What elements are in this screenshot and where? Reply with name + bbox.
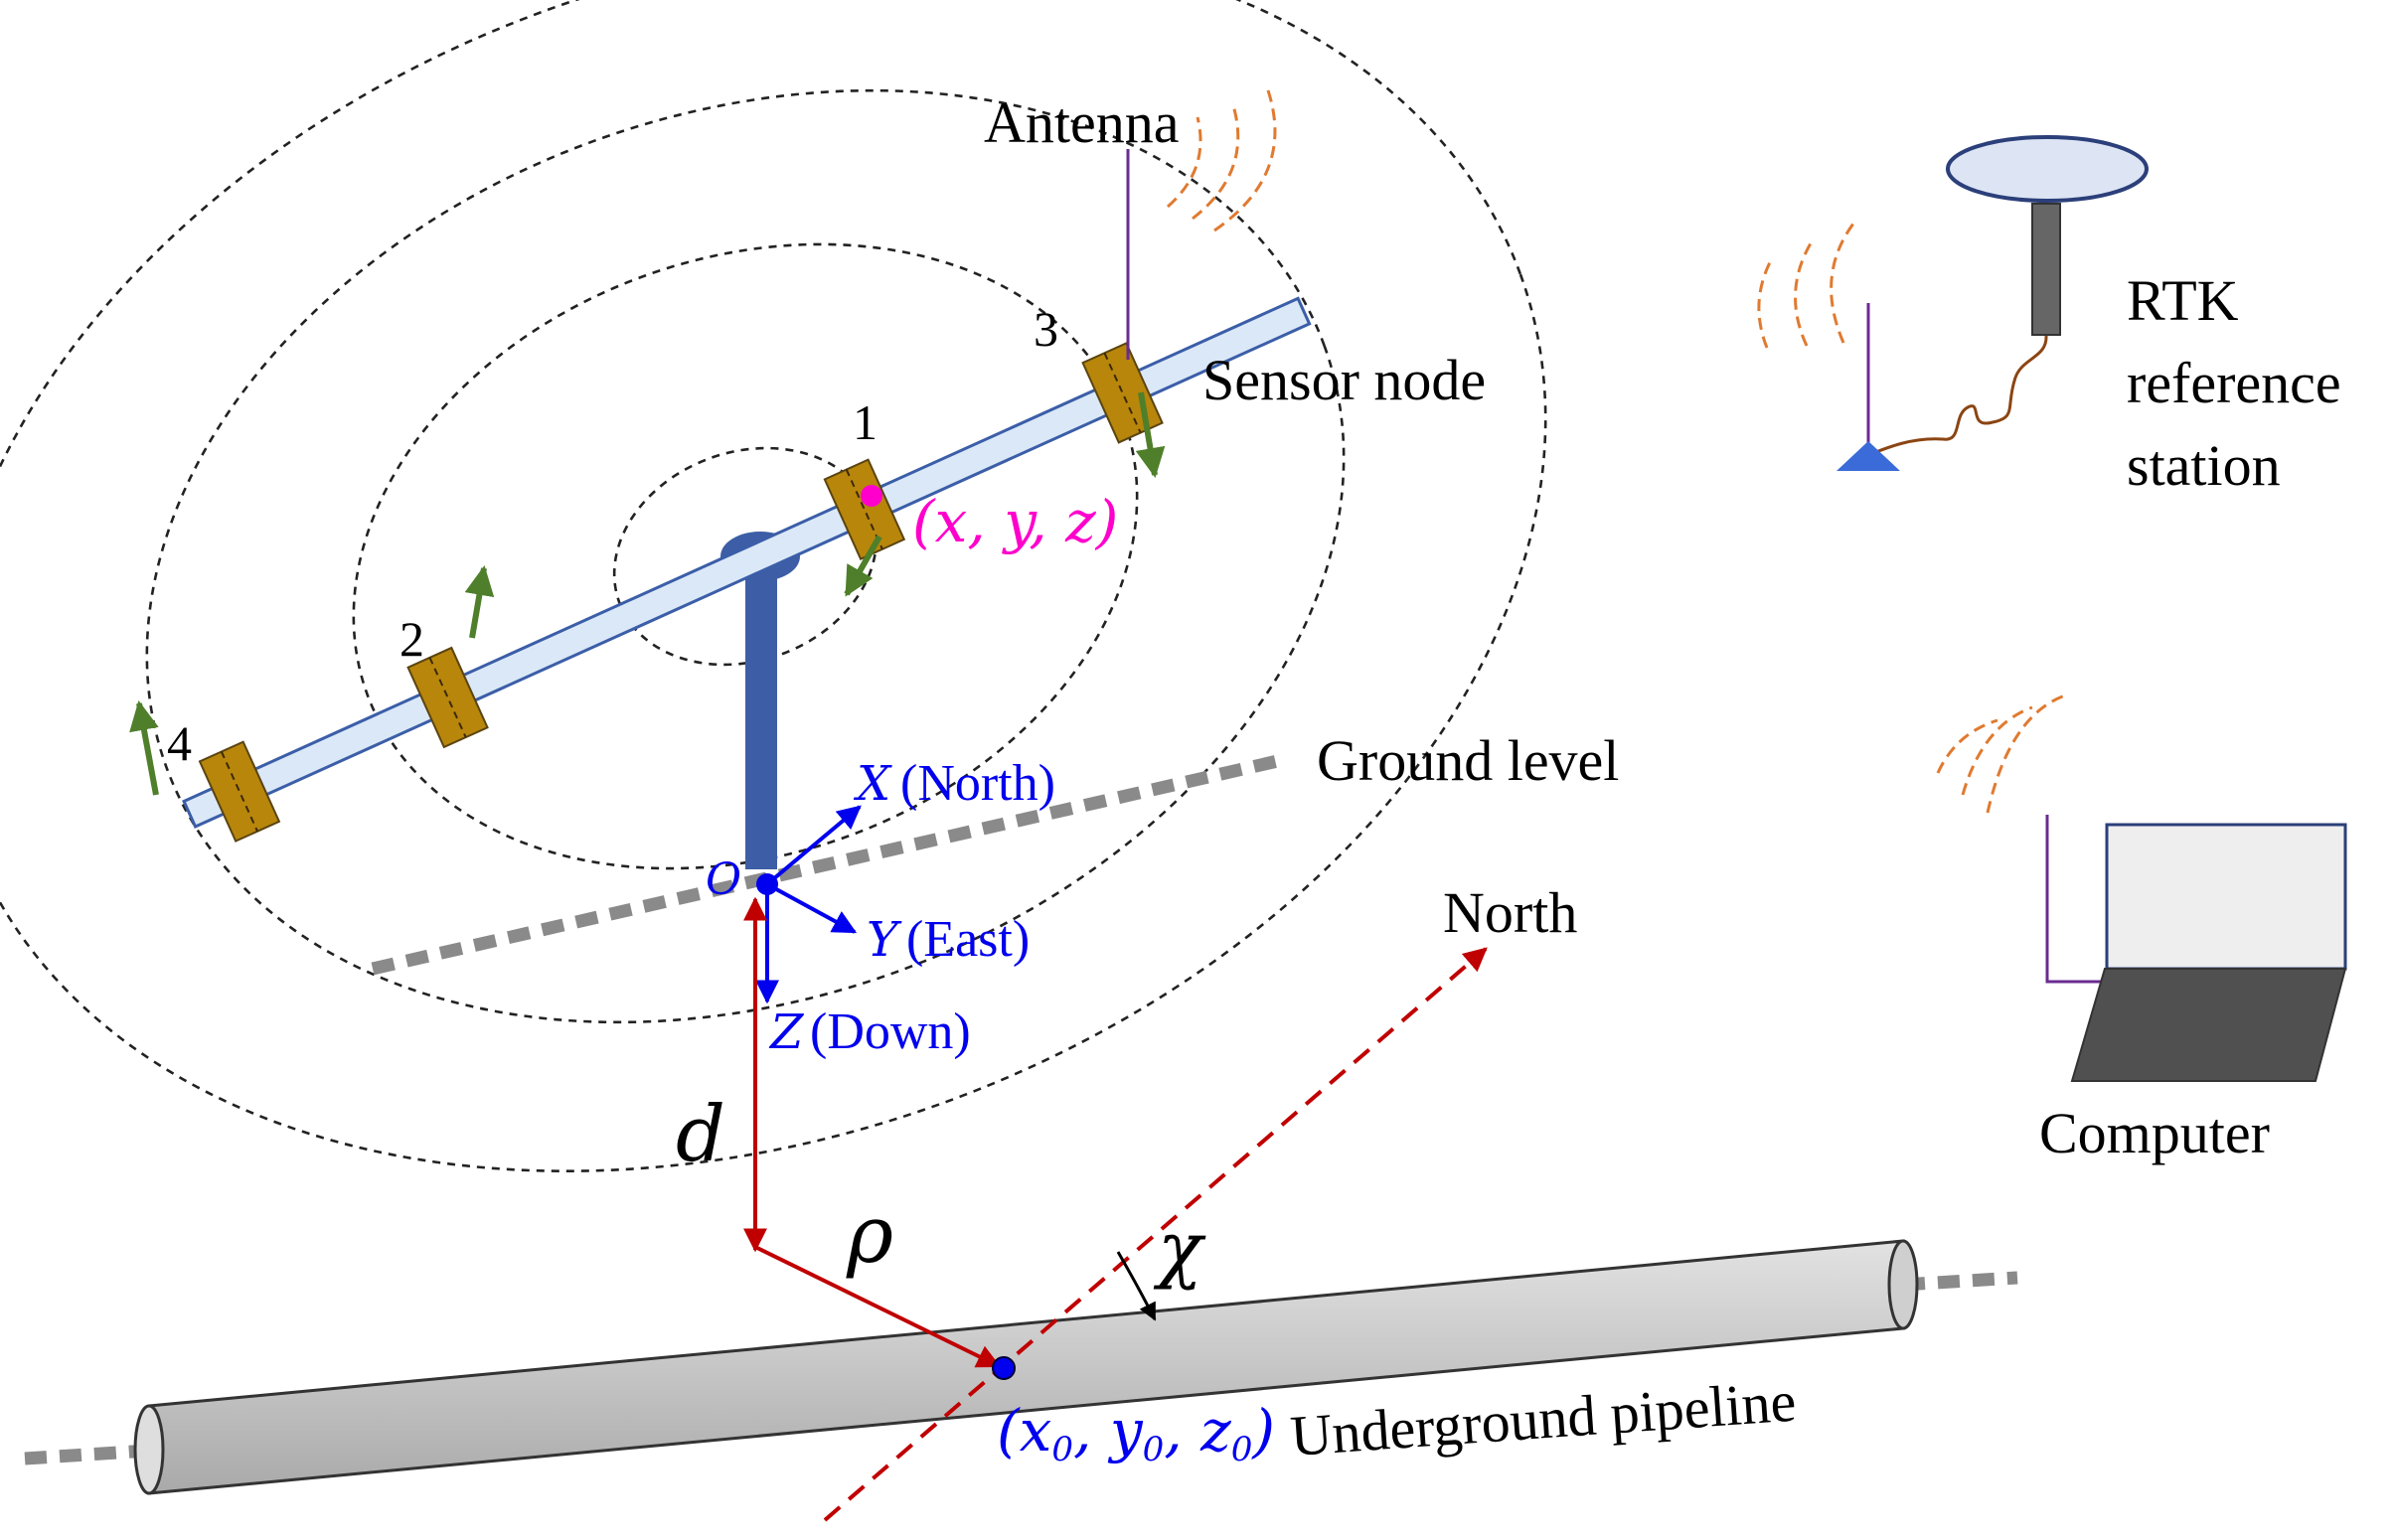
x-axis-direction: (North)	[900, 755, 1055, 812]
computer-label: Computer	[2039, 1101, 2270, 1165]
sensor-point-label: (x, y, z)	[912, 488, 1118, 555]
pipeline	[24, 1239, 2018, 1495]
north-direction-line	[823, 947, 1488, 1522]
pipeline-extension-left	[24, 1444, 150, 1465]
coordinate-frame	[755, 805, 862, 1004]
pipe-point-z-sub: 0	[1231, 1430, 1253, 1469]
labels: Antenna Sensor node RTK reference statio…	[167, 90, 2341, 1469]
x-axis-arrow	[765, 805, 862, 886]
sensor-node-number-1: 1	[853, 394, 878, 450]
motion-arrow-4	[129, 700, 159, 796]
x-axis-label: X	[853, 756, 892, 812]
laptop-icon	[2105, 823, 2347, 971]
pipe-point	[992, 1356, 1016, 1380]
chi-angle-arc	[1116, 1251, 1157, 1321]
pipe-point-label: (x0, y0, z0)	[997, 1397, 1275, 1469]
y-axis-label: Y	[867, 912, 902, 968]
origin-label: O	[706, 854, 741, 905]
computer-antenna-icon	[2045, 815, 2102, 984]
motion-arrow-3	[1135, 391, 1166, 478]
rtk-reference-station	[1757, 135, 2149, 471]
underground-pipeline-label: Underground pipeline	[1288, 1369, 1798, 1468]
computer	[1936, 693, 2347, 1082]
rtk-label-line3: station	[2127, 433, 2281, 498]
ring-4	[0, 0, 1547, 1172]
motion-arrow-1	[844, 535, 882, 597]
ground-level-label: Ground level	[1317, 728, 1619, 793]
sensor-node-number-4: 4	[167, 715, 192, 771]
rho-arrow	[756, 1246, 1002, 1368]
origin-point	[756, 873, 778, 895]
y-axis-arrow	[766, 882, 858, 934]
rtk-pole	[2031, 203, 2061, 336]
laptop-base	[2070, 968, 2347, 1082]
north-label: North	[1443, 880, 1577, 945]
sensor-node-4	[198, 740, 281, 843]
sensor-node-1	[823, 458, 906, 560]
motion-arrow-2	[464, 565, 495, 639]
pipe-point-x-sub: 0	[1051, 1430, 1073, 1469]
sensor-node-2	[406, 646, 489, 749]
pipe-end-right	[1887, 1239, 1919, 1330]
ring-3	[145, 88, 1346, 1024]
z-axis-direction: (Down)	[810, 1003, 971, 1060]
computer-signal-waves-icon	[1936, 693, 2066, 814]
z-axis-label: Z	[768, 1004, 805, 1060]
sensor-node-number-3: 3	[1034, 301, 1058, 357]
depth-label: d	[676, 1090, 725, 1179]
sensor-node-number-2: 2	[399, 611, 424, 667]
pipeline-extension-right	[1902, 1271, 2018, 1292]
rtk-cable	[1867, 335, 2048, 457]
mast	[745, 566, 777, 869]
rtk-signal-waves-icon	[1757, 223, 1855, 349]
rho-label: ρ	[846, 1188, 893, 1281]
signal-waves-icon	[1167, 86, 1277, 232]
y-axis-direction: (East)	[906, 911, 1030, 968]
sensor-point	[861, 485, 882, 507]
rtk-base-triangle	[1837, 441, 1900, 471]
rtk-label-line2: reference	[2127, 351, 2341, 415]
sensor-node-label: Sensor node	[1202, 348, 1486, 412]
motion-arrows	[129, 391, 1166, 796]
ground-level-line	[371, 753, 1284, 976]
pipe-point-y: y	[1107, 1397, 1144, 1464]
pipe-point-y-sub: 0	[1143, 1430, 1165, 1469]
rtk-dish-icon	[1946, 135, 2149, 203]
antenna-label: Antenna	[984, 90, 1180, 155]
pipe-point-x: x	[1020, 1397, 1052, 1464]
rotation-rings	[0, 0, 1547, 1172]
chi-label: χ	[1153, 1206, 1206, 1292]
pipe-end-left	[133, 1404, 165, 1495]
rtk-label-line1: RTK	[2127, 268, 2239, 333]
pipe-point-z: z	[1199, 1397, 1231, 1464]
